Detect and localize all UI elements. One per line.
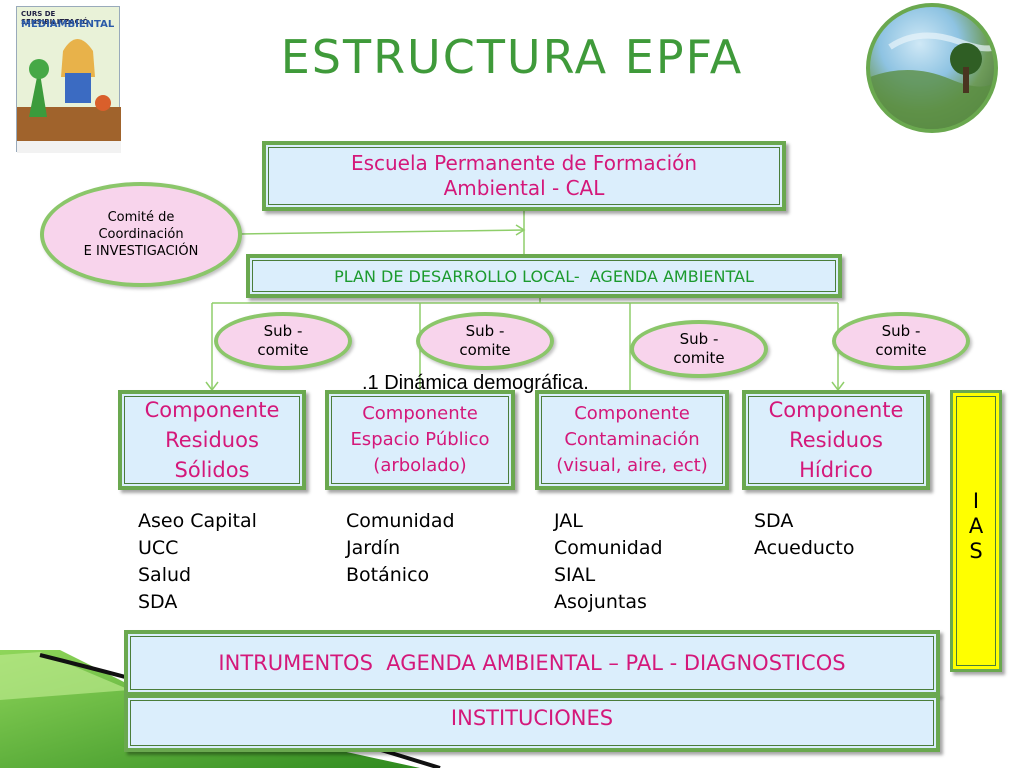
subcomite-3-line-1: Sub - — [679, 330, 719, 348]
component-box-4: Componente Residuos Hídrico — [742, 390, 930, 490]
subcomite-1-line-2: comite — [257, 341, 309, 359]
ias-box: I A S — [950, 390, 1002, 672]
committee-label: Comité de Coordinación E INVESTIGACIÓN — [84, 209, 199, 260]
subcomite-ellipse-3: Sub -comite — [630, 320, 768, 378]
list-item: JAL — [554, 510, 583, 532]
institutions-label: INSTITUCIONES — [450, 706, 614, 730]
entity-list-3: JAL Comunidad SIAL Asojuntas — [554, 508, 663, 616]
component-4-label: Componente Residuos Hídrico — [768, 398, 904, 482]
plan-box-label: PLAN DE DESARROLLO LOCAL- AGENDA AMBIENT… — [334, 266, 754, 286]
subcomite-2-line-1: Sub - — [465, 322, 505, 340]
component-2-label: Componente Espacio Público (arbolado) — [350, 403, 490, 476]
list-item: Acueducto — [754, 537, 855, 559]
overlay-text: .1 Dinámica demográfica. — [362, 372, 589, 394]
subcomite-4-line-2: comite — [875, 341, 927, 359]
ias-letter-1: I — [972, 489, 980, 513]
top-box-label: Escuela Permanente de Formación Ambienta… — [350, 151, 698, 200]
component-3-label: Componente Contaminación (visual, aire, … — [556, 403, 708, 476]
subcomite-ellipse-1: Sub -comite — [214, 312, 352, 370]
list-item: SIAL — [554, 564, 596, 586]
subcomite-ellipse-4: Sub -comite — [832, 312, 970, 370]
component-box-2: Componente Espacio Público (arbolado) — [325, 390, 515, 490]
institutions-box: INSTITUCIONES — [124, 694, 940, 752]
ias-letter-3: S — [969, 539, 983, 563]
connector-committee — [239, 229, 525, 235]
committee-line-3: E INVESTIGACIÓN — [83, 244, 199, 259]
component-box-3: Componente Contaminación (visual, aire, … — [535, 390, 729, 490]
poster-title: CURS DE SENSIBILITZACIÓ — [21, 10, 89, 26]
globe-image — [866, 3, 998, 133]
subcomite-3-line-2: comite — [673, 349, 725, 367]
committee-line-2: Coordinación — [98, 227, 184, 242]
subcomite-4-line-1: Sub - — [881, 322, 921, 340]
subcomite-2-line-2: comite — [459, 341, 511, 359]
ias-letter-2: A — [968, 514, 984, 538]
plan-box: PLAN DE DESARROLLO LOCAL- AGENDA AMBIENT… — [246, 254, 842, 298]
arrow-committee — [515, 224, 526, 236]
list-item: Botánico — [346, 564, 430, 586]
subcomite-1-line-1: Sub - — [263, 322, 303, 340]
list-item: Aseo Capital — [138, 510, 257, 532]
light-swoosh-shape — [0, 652, 130, 700]
component-box-1: Componente Residuos Sólidos — [118, 390, 306, 490]
list-item: SDA — [138, 591, 178, 613]
list-item: Comunidad — [554, 537, 663, 559]
list-item: Comunidad — [346, 510, 455, 532]
instruments-label: INTRUMENTOS AGENDA AMBIENTAL – PAL - DIA… — [218, 651, 846, 675]
poster-image: CURS DE SENSIBILITZACIÓ MEDIAMBIENTAL — [16, 6, 121, 153]
list-item: Jardín — [346, 537, 401, 559]
subcomite-ellipse-2: Sub -comite — [416, 312, 554, 370]
list-item: Salud — [138, 564, 192, 586]
list-item: UCC — [138, 537, 179, 559]
entity-list-2: Comunidad Jardín Botánico — [346, 508, 455, 589]
list-item: Asojuntas — [554, 591, 647, 613]
page-title: ESTRUCTURA EPFA — [280, 30, 744, 84]
top-box: Escuela Permanente de Formación Ambienta… — [262, 141, 786, 211]
committee-ellipse: Comité de Coordinación E INVESTIGACIÓN — [40, 182, 242, 287]
list-item: SDA — [754, 510, 794, 532]
poster-illustration — [17, 39, 121, 153]
instruments-box: INTRUMENTOS AGENDA AMBIENTAL – PAL - DIA… — [124, 630, 940, 696]
entity-list-4: SDA Acueducto — [754, 508, 854, 562]
entity-list-1: Aseo Capital UCC Salud SDA — [138, 508, 257, 616]
committee-line-1: Comité de — [107, 210, 175, 225]
poster-subtitle: MEDIAMBIENTAL — [21, 19, 115, 30]
component-1-label: Componente Residuos Sólidos — [144, 398, 280, 482]
globe-illustration — [870, 32, 994, 129]
